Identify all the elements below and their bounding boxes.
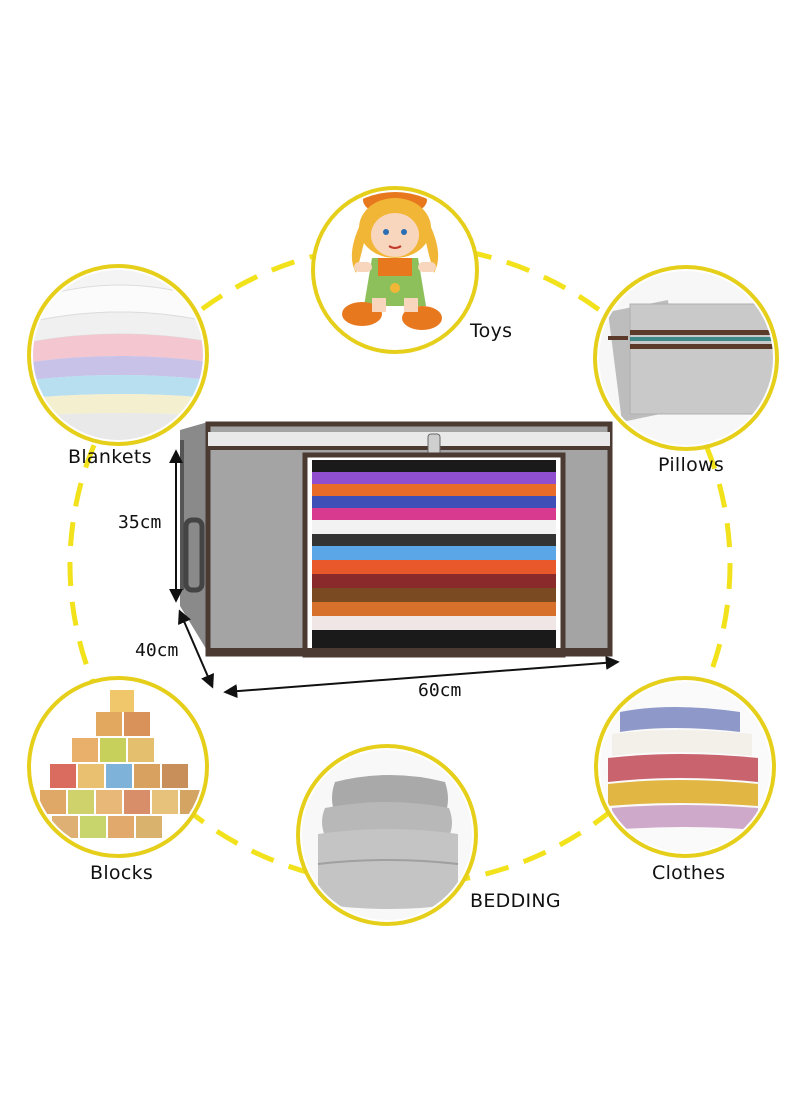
bedding-circle bbox=[296, 744, 478, 926]
width-dimension: 60cm bbox=[418, 680, 462, 701]
blocks-label: Blocks bbox=[90, 862, 154, 884]
clothes-label: Clothes bbox=[652, 862, 726, 884]
bedding-icon bbox=[302, 750, 472, 920]
blankets-label: Blankets bbox=[68, 446, 152, 468]
toys-circle bbox=[311, 186, 479, 354]
doll-icon bbox=[342, 192, 442, 330]
storage-bag bbox=[180, 421, 613, 658]
clothes-circle bbox=[594, 676, 776, 858]
depth-arrow bbox=[178, 609, 214, 689]
blanket-stack-icon bbox=[33, 270, 203, 440]
bedding-label: BEDDING bbox=[470, 890, 561, 912]
depth-dimension: 40cm bbox=[135, 640, 179, 661]
alphabet-blocks-icon bbox=[33, 682, 203, 852]
side-handle bbox=[183, 517, 205, 593]
blocks-circle bbox=[27, 676, 209, 858]
pillows-circle bbox=[593, 265, 779, 451]
blankets-circle bbox=[27, 264, 209, 446]
pillows-label: Pillows bbox=[658, 454, 725, 476]
height-dimension: 35cm bbox=[118, 512, 162, 533]
folded-clothes-icon bbox=[600, 682, 770, 852]
pillow-icon bbox=[599, 271, 773, 445]
toys-label: Toys bbox=[470, 320, 513, 342]
width-arrow bbox=[223, 655, 620, 699]
